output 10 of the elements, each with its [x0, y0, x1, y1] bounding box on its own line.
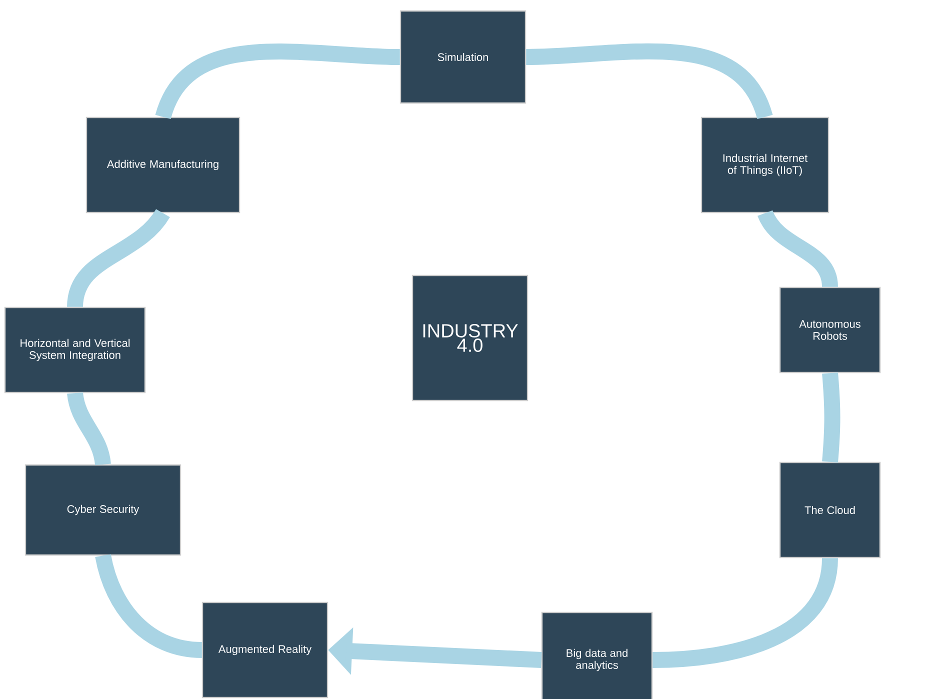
topic-box: Industrial Internet of Things (IIoT)	[700, 116, 830, 214]
topic-box: Cyber Security	[24, 464, 182, 556]
topic-box: Horizontal and Vertical System Integration	[4, 306, 146, 394]
topic-box: Simulation	[400, 10, 526, 104]
center-box: INDUSTRY 4.0	[412, 274, 528, 402]
topic-box: Augmented Reality	[202, 602, 328, 698]
topic-box: Autonomous Robots	[779, 286, 881, 374]
topic-box: Big data and analytics	[541, 612, 653, 699]
topic-box: The Cloud	[779, 462, 881, 558]
topic-box: Additive Manufacturing	[86, 116, 240, 214]
